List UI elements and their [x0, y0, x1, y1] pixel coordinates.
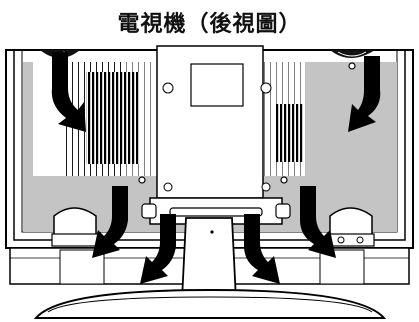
speaker-right: [330, 50, 375, 58]
diagram-title: 電視機（後視圖）: [117, 12, 302, 37]
vent-grille-right: [276, 104, 304, 162]
center-mount-plate: [156, 45, 272, 199]
stand-neck: [181, 217, 237, 301]
side-bracket-left: [51, 207, 99, 247]
stand-base: [33, 288, 387, 319]
side-bracket-right: [327, 207, 375, 247]
curved-arrow-icon: [51, 52, 381, 284]
vent-grille-left: [86, 72, 140, 164]
tv-rear-view-diagram: [5, 45, 414, 319]
